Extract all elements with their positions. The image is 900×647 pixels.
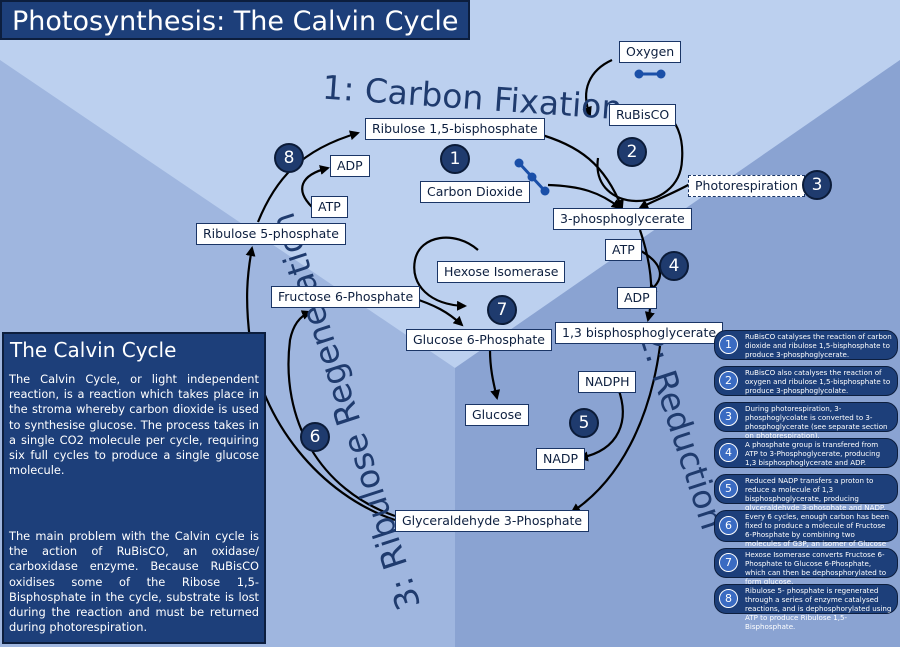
hexose-isomerase-box: Hexose Isomerase (437, 261, 566, 283)
note-number-1: 1 (719, 335, 738, 354)
note-number-6: 6 (719, 516, 738, 535)
co2-box: Carbon Dioxide (420, 181, 530, 203)
nadph-box: NADPH (578, 371, 637, 393)
step-1-marker: 1 (440, 144, 470, 174)
note-number-4: 4 (719, 443, 738, 462)
note-text-7: Hexose Isomerase converts Fructose 6-Pho… (745, 550, 887, 586)
note-step-2: 2 RuBisCO also catalyses the reaction of… (714, 366, 898, 396)
note-text-3: During photorespiration, 3-phosphoglycol… (745, 404, 888, 440)
note-step-7: 7 Hexose Isomerase converts Fructose 6-P… (714, 548, 898, 586)
adp-box-reduction: ADP (617, 287, 657, 309)
photorespiration-box: Photorespiration (688, 175, 805, 197)
note-text-8: Ribulose 5- phosphate is regenerated thr… (745, 586, 892, 631)
bpg-box: 1,3 bisphosphoglycerate (555, 322, 724, 344)
info-title: The Calvin Cycle (10, 338, 177, 362)
step-4-marker: 4 (659, 251, 689, 281)
page-title: Photosynthesis: The Calvin Cycle (0, 0, 471, 40)
note-number-7: 7 (719, 553, 738, 572)
note-number-2: 2 (719, 371, 738, 390)
r5p-box: Ribulose 5-phosphate (196, 223, 346, 245)
note-step-6: 6 Every 6 cycles, enough carbon has been… (714, 510, 898, 557)
pga-box: 3-phosphoglycerate (553, 208, 692, 230)
note-text-4: A phosphate group is transfered from ATP… (745, 440, 881, 467)
note-text-1: RuBisCO catalyses the reaction of carbon… (745, 332, 892, 359)
note-number-5: 5 (719, 479, 738, 498)
note-step-8: 8 Ribulose 5- phosphate is regenerated t… (714, 584, 898, 631)
step-8-marker: 8 (274, 143, 304, 173)
note-step-1: 1 RuBisCO catalyses the reaction of carb… (714, 330, 898, 360)
note-text-2: RuBisCO also catalyses the reaction of o… (745, 368, 891, 395)
g3p-box: Glyceraldehyde 3-Phosphate (395, 510, 590, 532)
g6p-box: Glucose 6-Phosphate (406, 329, 552, 351)
step-2-marker: 2 (617, 137, 647, 167)
f6p-box: Fructose 6-Phosphate (271, 286, 421, 308)
note-number-3: 3 (719, 407, 738, 426)
glucose-box: Glucose (465, 404, 529, 426)
rubisco-box: RuBisCO (609, 104, 677, 126)
note-text-5: Reduced NADP transfers a proton to reduc… (745, 476, 886, 512)
step-3-marker: 3 (802, 170, 832, 200)
step-6-marker: 6 (300, 422, 330, 452)
note-step-5: 5 Reduced NADP transfers a proton to red… (714, 474, 898, 512)
step-5-marker: 5 (569, 408, 599, 438)
adp-box-regen: ADP (330, 155, 370, 177)
atp-box-regen: ATP (311, 196, 348, 218)
rubp-box: Ribulose 1,5-bisphosphate (365, 118, 545, 140)
info-paragraph-2: The main problem with the Calvin cycle i… (9, 529, 259, 635)
step-7-marker: 7 (487, 295, 517, 325)
oxygen-box: Oxygen (619, 41, 682, 63)
info-paragraph-1: The Calvin Cycle, or light independent r… (9, 372, 259, 478)
note-step-4: 4 A phosphate group is transfered from A… (714, 438, 898, 468)
nadp-box: NADP (536, 448, 586, 470)
note-number-8: 8 (719, 589, 738, 608)
atp-box-reduction: ATP (605, 239, 642, 261)
info-panel: The Calvin Cycle The Calvin Cycle, or li… (2, 332, 266, 644)
note-step-3: 3 During photorespiration, 3-phosphoglyc… (714, 402, 898, 440)
